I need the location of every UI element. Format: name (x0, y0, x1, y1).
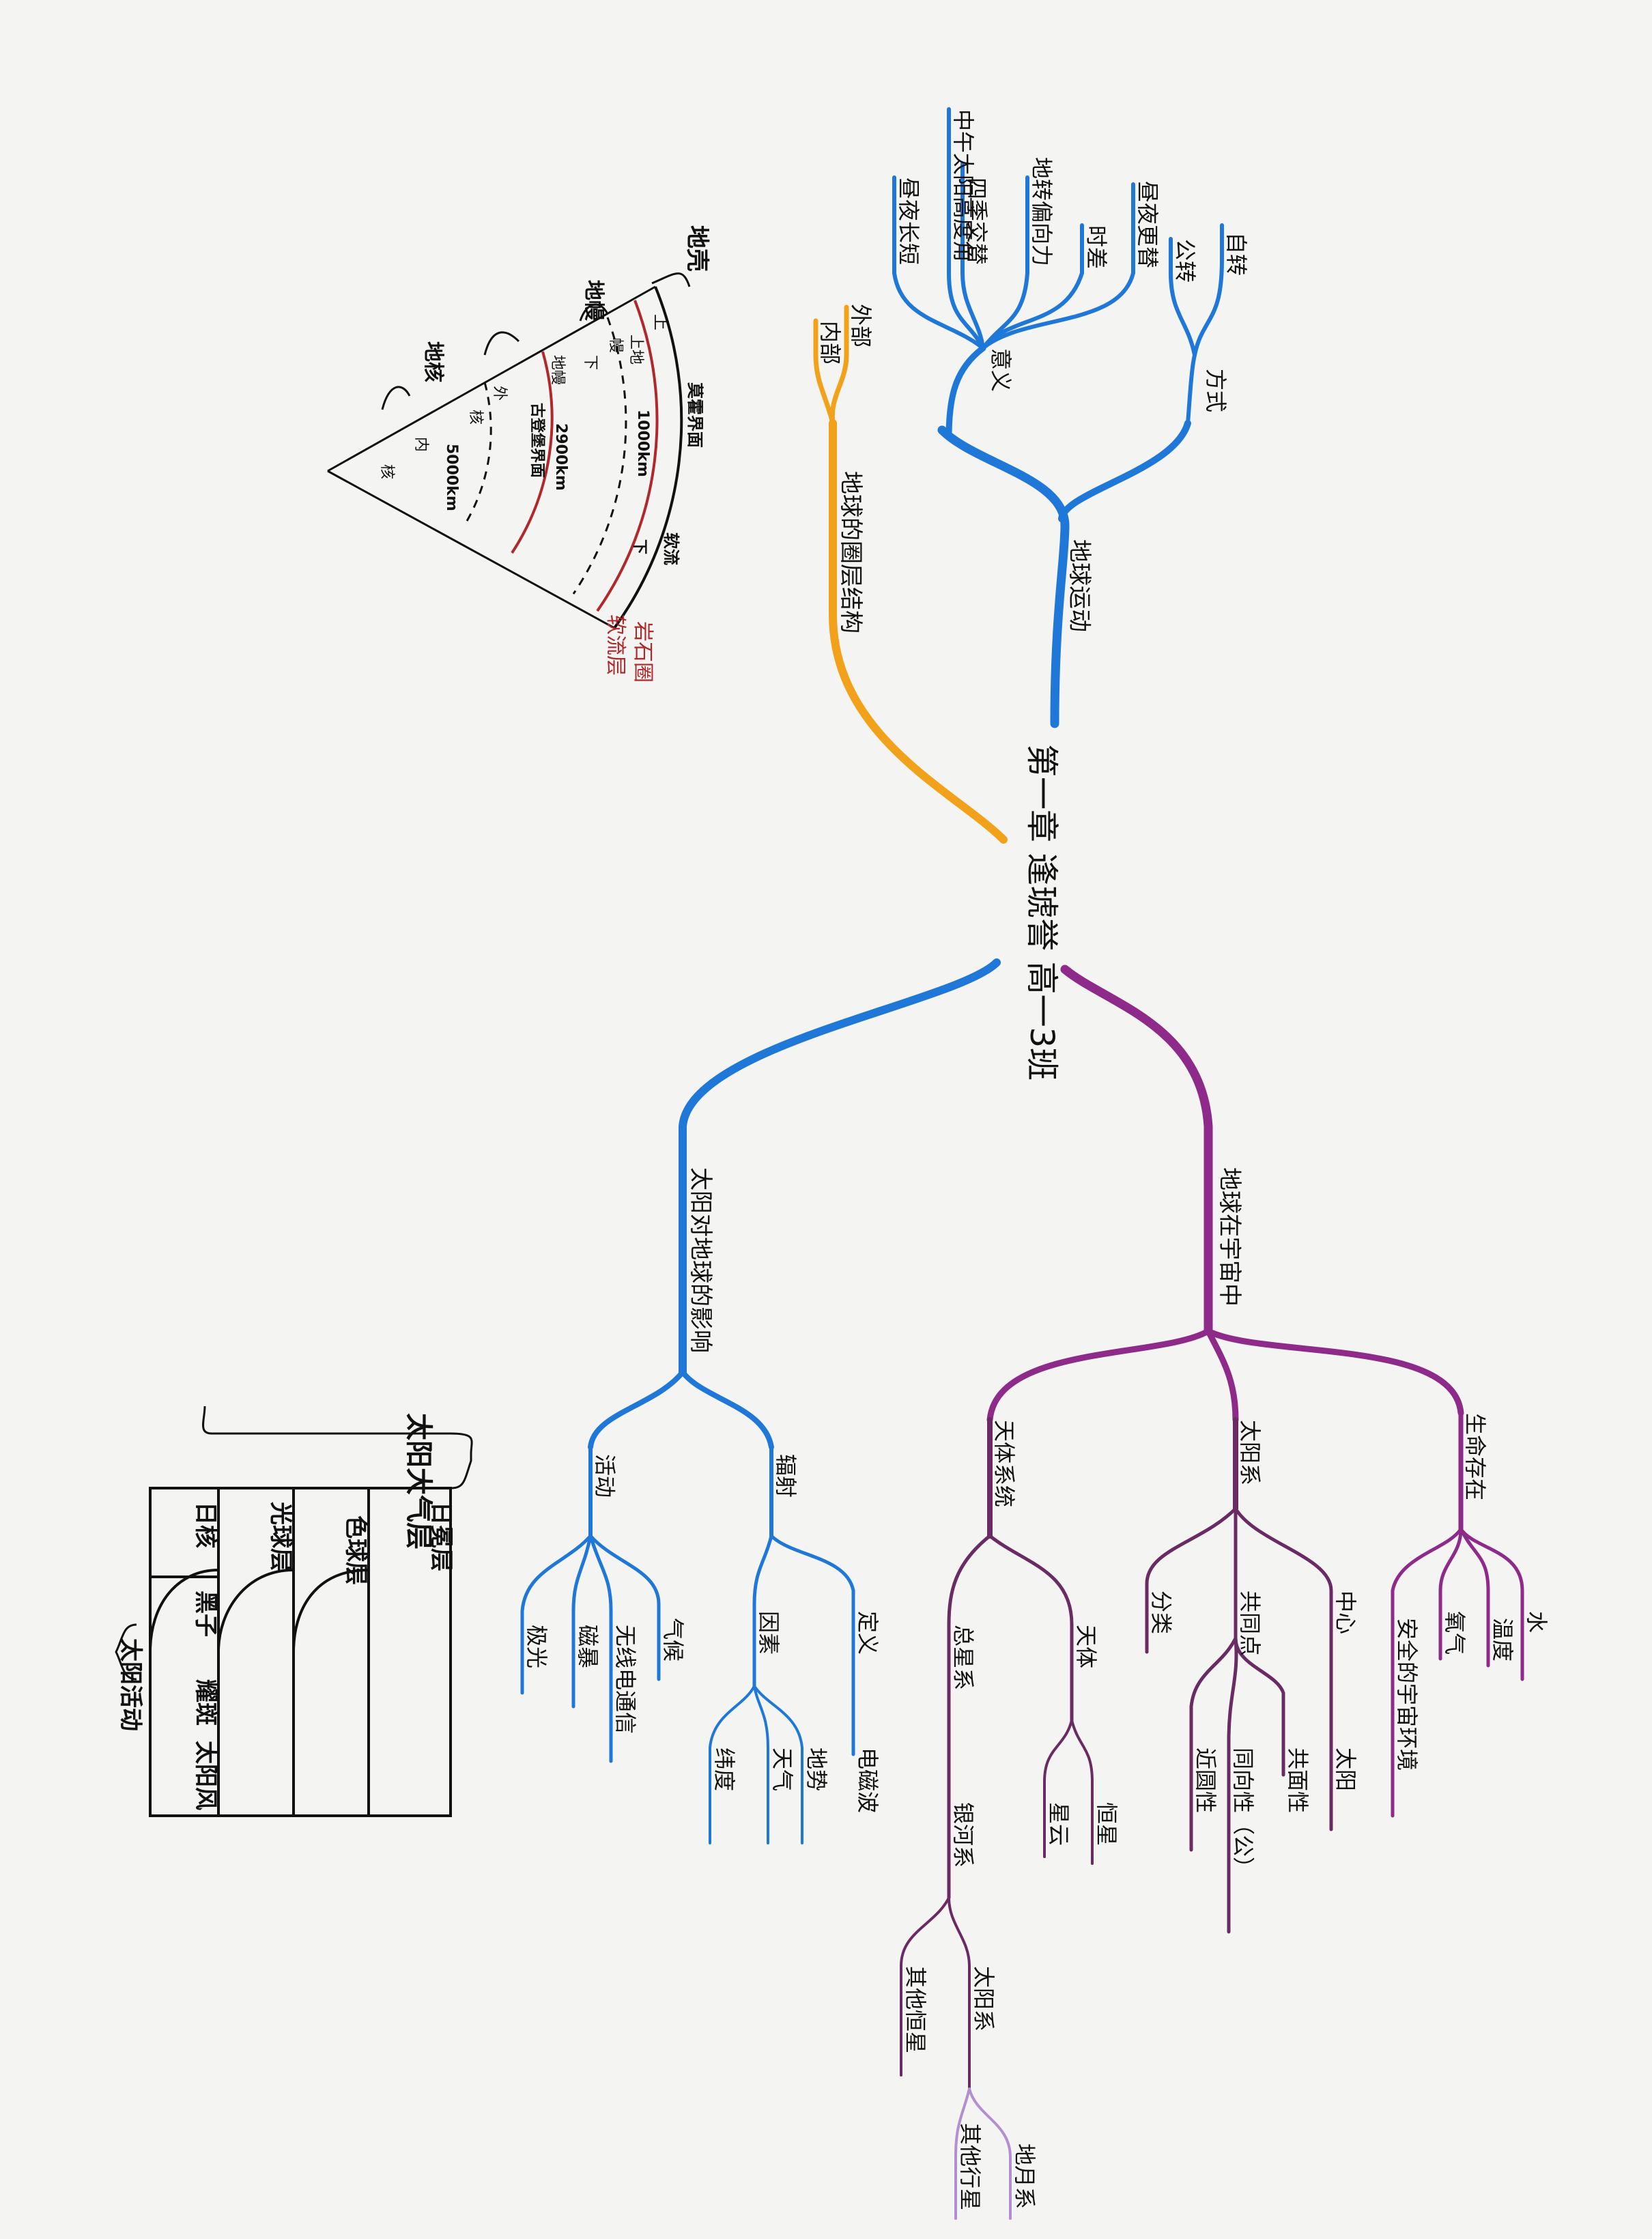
factor-terrain: 地势 (803, 1748, 829, 1791)
radiation-label: 辐射 (773, 1454, 799, 1498)
universe-labels: 地球在宇宙中 生命存在 水 温度 氧气 安全的宇宙环境 太阳系 中心 太阳 共同… (902, 1167, 1550, 2210)
upper-mantle-b: 幔 (607, 338, 624, 353)
branch-earth-layers (813, 304, 1008, 844)
mantle-label: 地幔 (582, 280, 606, 322)
center-label: 中心 (1333, 1591, 1358, 1634)
meaning-label: 意义 (988, 348, 1014, 392)
meaning-seasons: 四季交替 (964, 177, 990, 265)
soft-flow-upper: 软流 (661, 532, 681, 565)
earth-moon-system: 地月系 (1012, 2143, 1038, 2209)
earth-interior-labels: 地壳 地幔 地核 上 下 外 内 上地 幔 地幔 核 核 莫霍界面 古登堡界面 … (378, 225, 711, 683)
other-planets: 其他行星 (957, 2123, 983, 2210)
life-water: 水 (1524, 1611, 1550, 1633)
lower-mantle-mark: 下 (631, 539, 648, 554)
central-topic: 第一章 逢琥誉 高一3班 (1023, 744, 1061, 1081)
motion-labels: 地球运动 方式 自转 公转 意义 昼夜更替 时差 地转偏向力 四季交替 中午太阳… (896, 109, 1249, 632)
celestial-body-label: 天体 (1073, 1625, 1099, 1668)
branch-earth-motion (892, 107, 1224, 728)
inner-label: 内 (412, 437, 429, 452)
event-flare: 耀斑 (192, 1679, 219, 1726)
other-stars: 其他恒星 (902, 1966, 928, 2053)
lithosphere-label: 岩石圈 (631, 621, 655, 683)
outer-label: 外 (491, 386, 508, 401)
gutenberg-label: 古登堡界面 (528, 403, 546, 478)
solar-system-label: 太阳系 (1237, 1420, 1263, 1485)
depth-1000: 1000km (634, 410, 651, 477)
core-label: 地核 (421, 341, 445, 382)
motion-label: 地球运动 (1066, 539, 1093, 632)
common-same-direction: 同向性（公） (1230, 1748, 1256, 1879)
factor-weather: 天气 (769, 1748, 795, 1791)
core-inner: 核 (378, 464, 395, 479)
universe-label: 地球在宇宙中 (1216, 1167, 1243, 1307)
crust-label: 地壳 (683, 225, 711, 272)
row-photosphere: 光球层 (267, 1502, 294, 1571)
sun-effect-labels: 太阳对地球的影响 辐射 定义 电磁波 因素 地势 天气 纬度 活动 气候 无线电… (524, 1167, 881, 1813)
event-solar-wind: 太阳风 (192, 1741, 219, 1810)
event-sunspot: 黑子 (192, 1591, 219, 1637)
upper-mantle-a: 上地 (627, 334, 644, 365)
life-safe-env: 安全的宇宙环境 (1394, 1618, 1420, 1771)
layers-label: 地球的圈层结构 (837, 471, 864, 633)
rotation-label: 自转 (1223, 232, 1249, 276)
mantle-small: 地幔 (549, 355, 566, 385)
radiation-factors: 因素 (756, 1611, 782, 1655)
depth-2900: 2900km (552, 423, 569, 491)
sun-atmo-title: 太阳大气层 (403, 1413, 434, 1550)
moho-label: 莫霍界面 (685, 382, 704, 448)
layers-labels: 地球的圈层结构 外部 内部 (817, 304, 874, 633)
life-oxygen: 氧气 (1442, 1611, 1468, 1655)
revolution-label: 公转 (1172, 239, 1198, 283)
row-corona: 日冕层 (427, 1502, 455, 1571)
sun-system: 太阳系 (971, 1966, 997, 2031)
row-sun-core: 日核 (192, 1502, 219, 1548)
mode-label: 方式 (1203, 369, 1229, 412)
meaning-time-diff: 时差 (1083, 225, 1109, 269)
sun-effect-label: 太阳对地球的影响 (687, 1167, 714, 1353)
activity-magnetic-storm: 磁暴 (575, 1625, 601, 1668)
meaning-coriolis: 地转偏向力 (1029, 157, 1055, 266)
activity-climate: 气候 (660, 1618, 686, 1662)
classify-label: 分类 (1148, 1591, 1174, 1634)
celestial-label: 天体系统 (991, 1420, 1017, 1507)
activity-radio: 无线电通信 (612, 1625, 638, 1734)
meaning-noon-angle: 中午太阳高度角 (950, 109, 976, 262)
body-star: 恒星 (1094, 1802, 1120, 1846)
radiation-definition: 定义 (855, 1611, 881, 1655)
layers-inner: 内部 (817, 321, 843, 365)
activity-aurora: 极光 (524, 1625, 550, 1668)
radiation-em-wave: 电磁波 (855, 1748, 881, 1813)
sun-atmosphere-labels: 太阳大气层 日冕层 色球层 光球层 日核 黑子 耀斑 太阳风 太阳活动 (117, 1413, 455, 1810)
life-temperature: 温度 (1490, 1618, 1515, 1662)
branch-universe (900, 965, 1524, 2220)
layers-outer: 外部 (848, 304, 874, 347)
earth-interior-diagram (327, 272, 691, 629)
common-label: 共同点 (1237, 1591, 1263, 1656)
common-coplanar: 共面性 (1285, 1748, 1311, 1813)
common-near-circular: 近圆性 (1193, 1748, 1219, 1813)
upper-label: 上 (651, 314, 670, 330)
body-nebula: 星云 (1046, 1802, 1072, 1846)
asthenosphere-label: 软流层 (603, 614, 627, 676)
sun-atmosphere-diagram (115, 1406, 473, 1817)
universe-total: 总星系 (950, 1625, 976, 1690)
branch-sun-effect (520, 958, 1001, 1844)
sun-activity-label: 太阳活动 (117, 1638, 144, 1731)
center-sun: 太阳 (1333, 1748, 1358, 1791)
row-chromosphere: 色球层 (342, 1515, 369, 1585)
meaning-day-length: 昼夜长短 (896, 177, 922, 265)
central-topic-label: 第一章 逢琥誉 高一3班 (1023, 744, 1061, 1081)
depth-5000: 5000km (443, 444, 460, 511)
factor-latitude: 纬度 (711, 1748, 737, 1791)
milky-way: 银河系 (950, 1802, 976, 1868)
activity-label: 活动 (592, 1454, 618, 1498)
core-outer: 核 (467, 410, 484, 425)
meaning-day-night: 昼夜更替 (1135, 181, 1160, 268)
life-label: 生命存在 (1462, 1413, 1488, 1500)
lower-label: 下 (582, 355, 599, 370)
